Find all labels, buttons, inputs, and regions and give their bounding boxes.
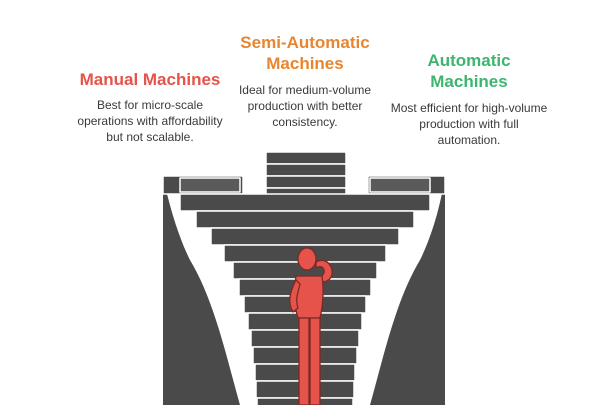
automatic-title-line1: Automatic [427,51,511,70]
manual-machines-description: Best for micro-scale operations with aff… [77,98,223,144]
automatic-title-line2: Machines [430,72,508,91]
semi-automatic-title: Semi-Automatic Machines [225,32,385,74]
manual-machines-title: Manual Machines [79,70,221,89]
automatic-title: Automatic Machines [388,50,550,92]
person-icon [289,247,333,405]
staircase-icon [162,151,446,405]
semi-automatic-title-line2: Machines [266,54,344,73]
semi-automatic-title-line1: Semi-Automatic [240,33,370,52]
semi-automatic-description: Ideal for medium-volume production with … [238,83,372,129]
automatic-machines-column: Automatic Machines Most efficient for hi… [388,50,550,148]
automatic-description: Most efficient for high-volume productio… [390,101,548,147]
manual-machines-column: Manual Machines Best for micro-scale ope… [70,69,230,145]
semi-automatic-machines-column: Semi-Automatic Machines Ideal for medium… [225,32,385,130]
